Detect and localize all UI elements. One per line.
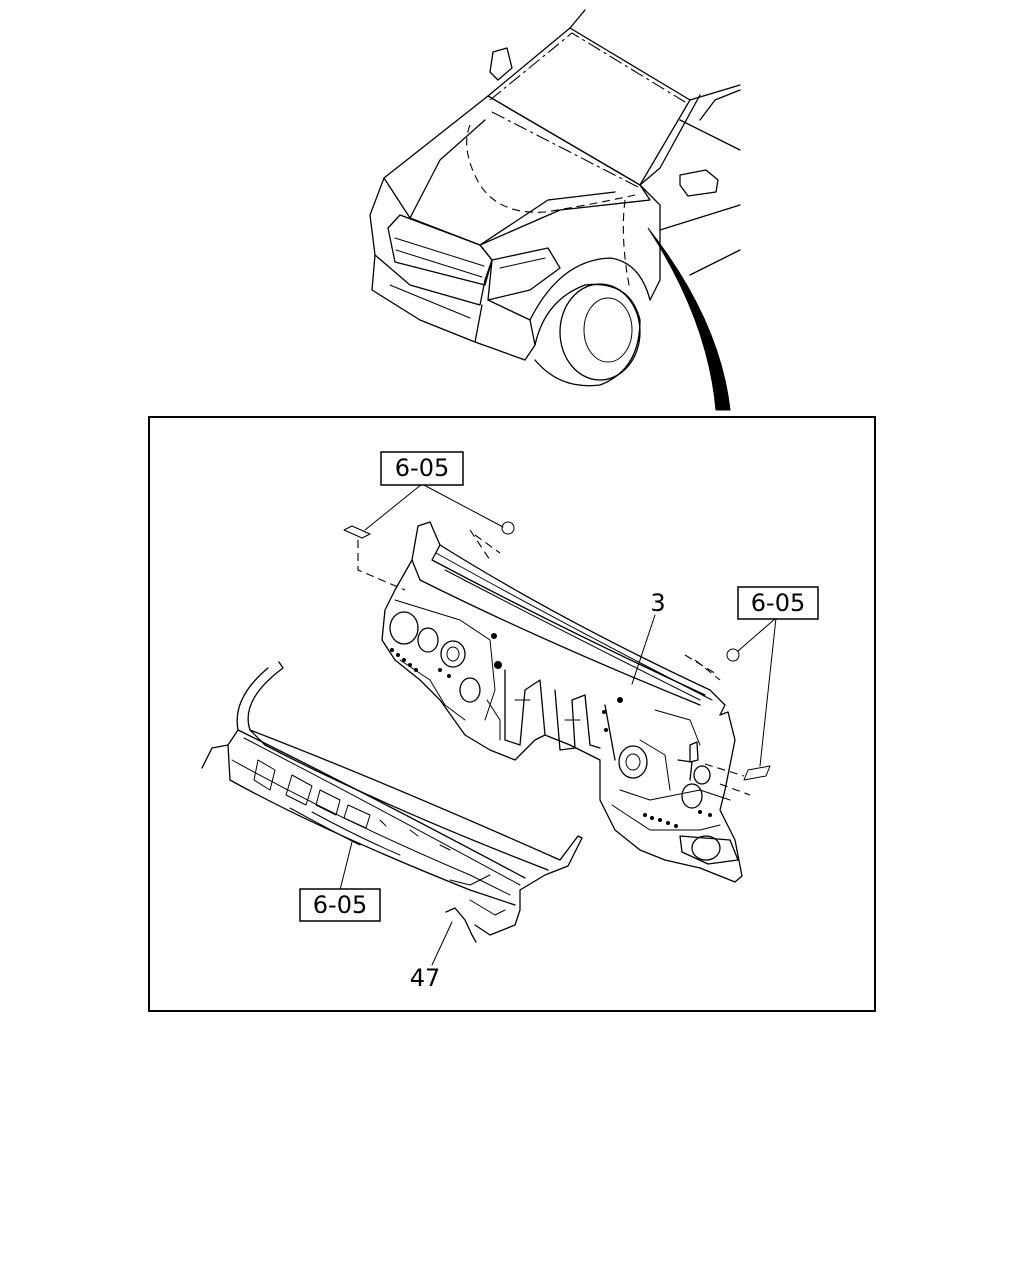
ref-label-right: 6-05 xyxy=(751,589,805,617)
detail-frame xyxy=(148,416,876,1012)
part-number-47: 47 xyxy=(410,964,441,992)
ref-label-bottom: 6-05 xyxy=(313,891,367,919)
callout-ref-right: 6-05 xyxy=(737,586,819,620)
part-number-3: 3 xyxy=(650,589,665,617)
cowl-vent-panel xyxy=(201,661,583,936)
hose-part-47 xyxy=(445,907,477,943)
dash-panel-part-3 xyxy=(381,521,743,883)
callout-ref-top-left: 6-05 xyxy=(380,451,464,486)
vehicle-overview xyxy=(369,9,741,411)
ref-label-top-left: 6-05 xyxy=(395,454,449,482)
leader-lines xyxy=(339,483,777,966)
callout-ref-bottom: 6-05 xyxy=(299,888,381,922)
